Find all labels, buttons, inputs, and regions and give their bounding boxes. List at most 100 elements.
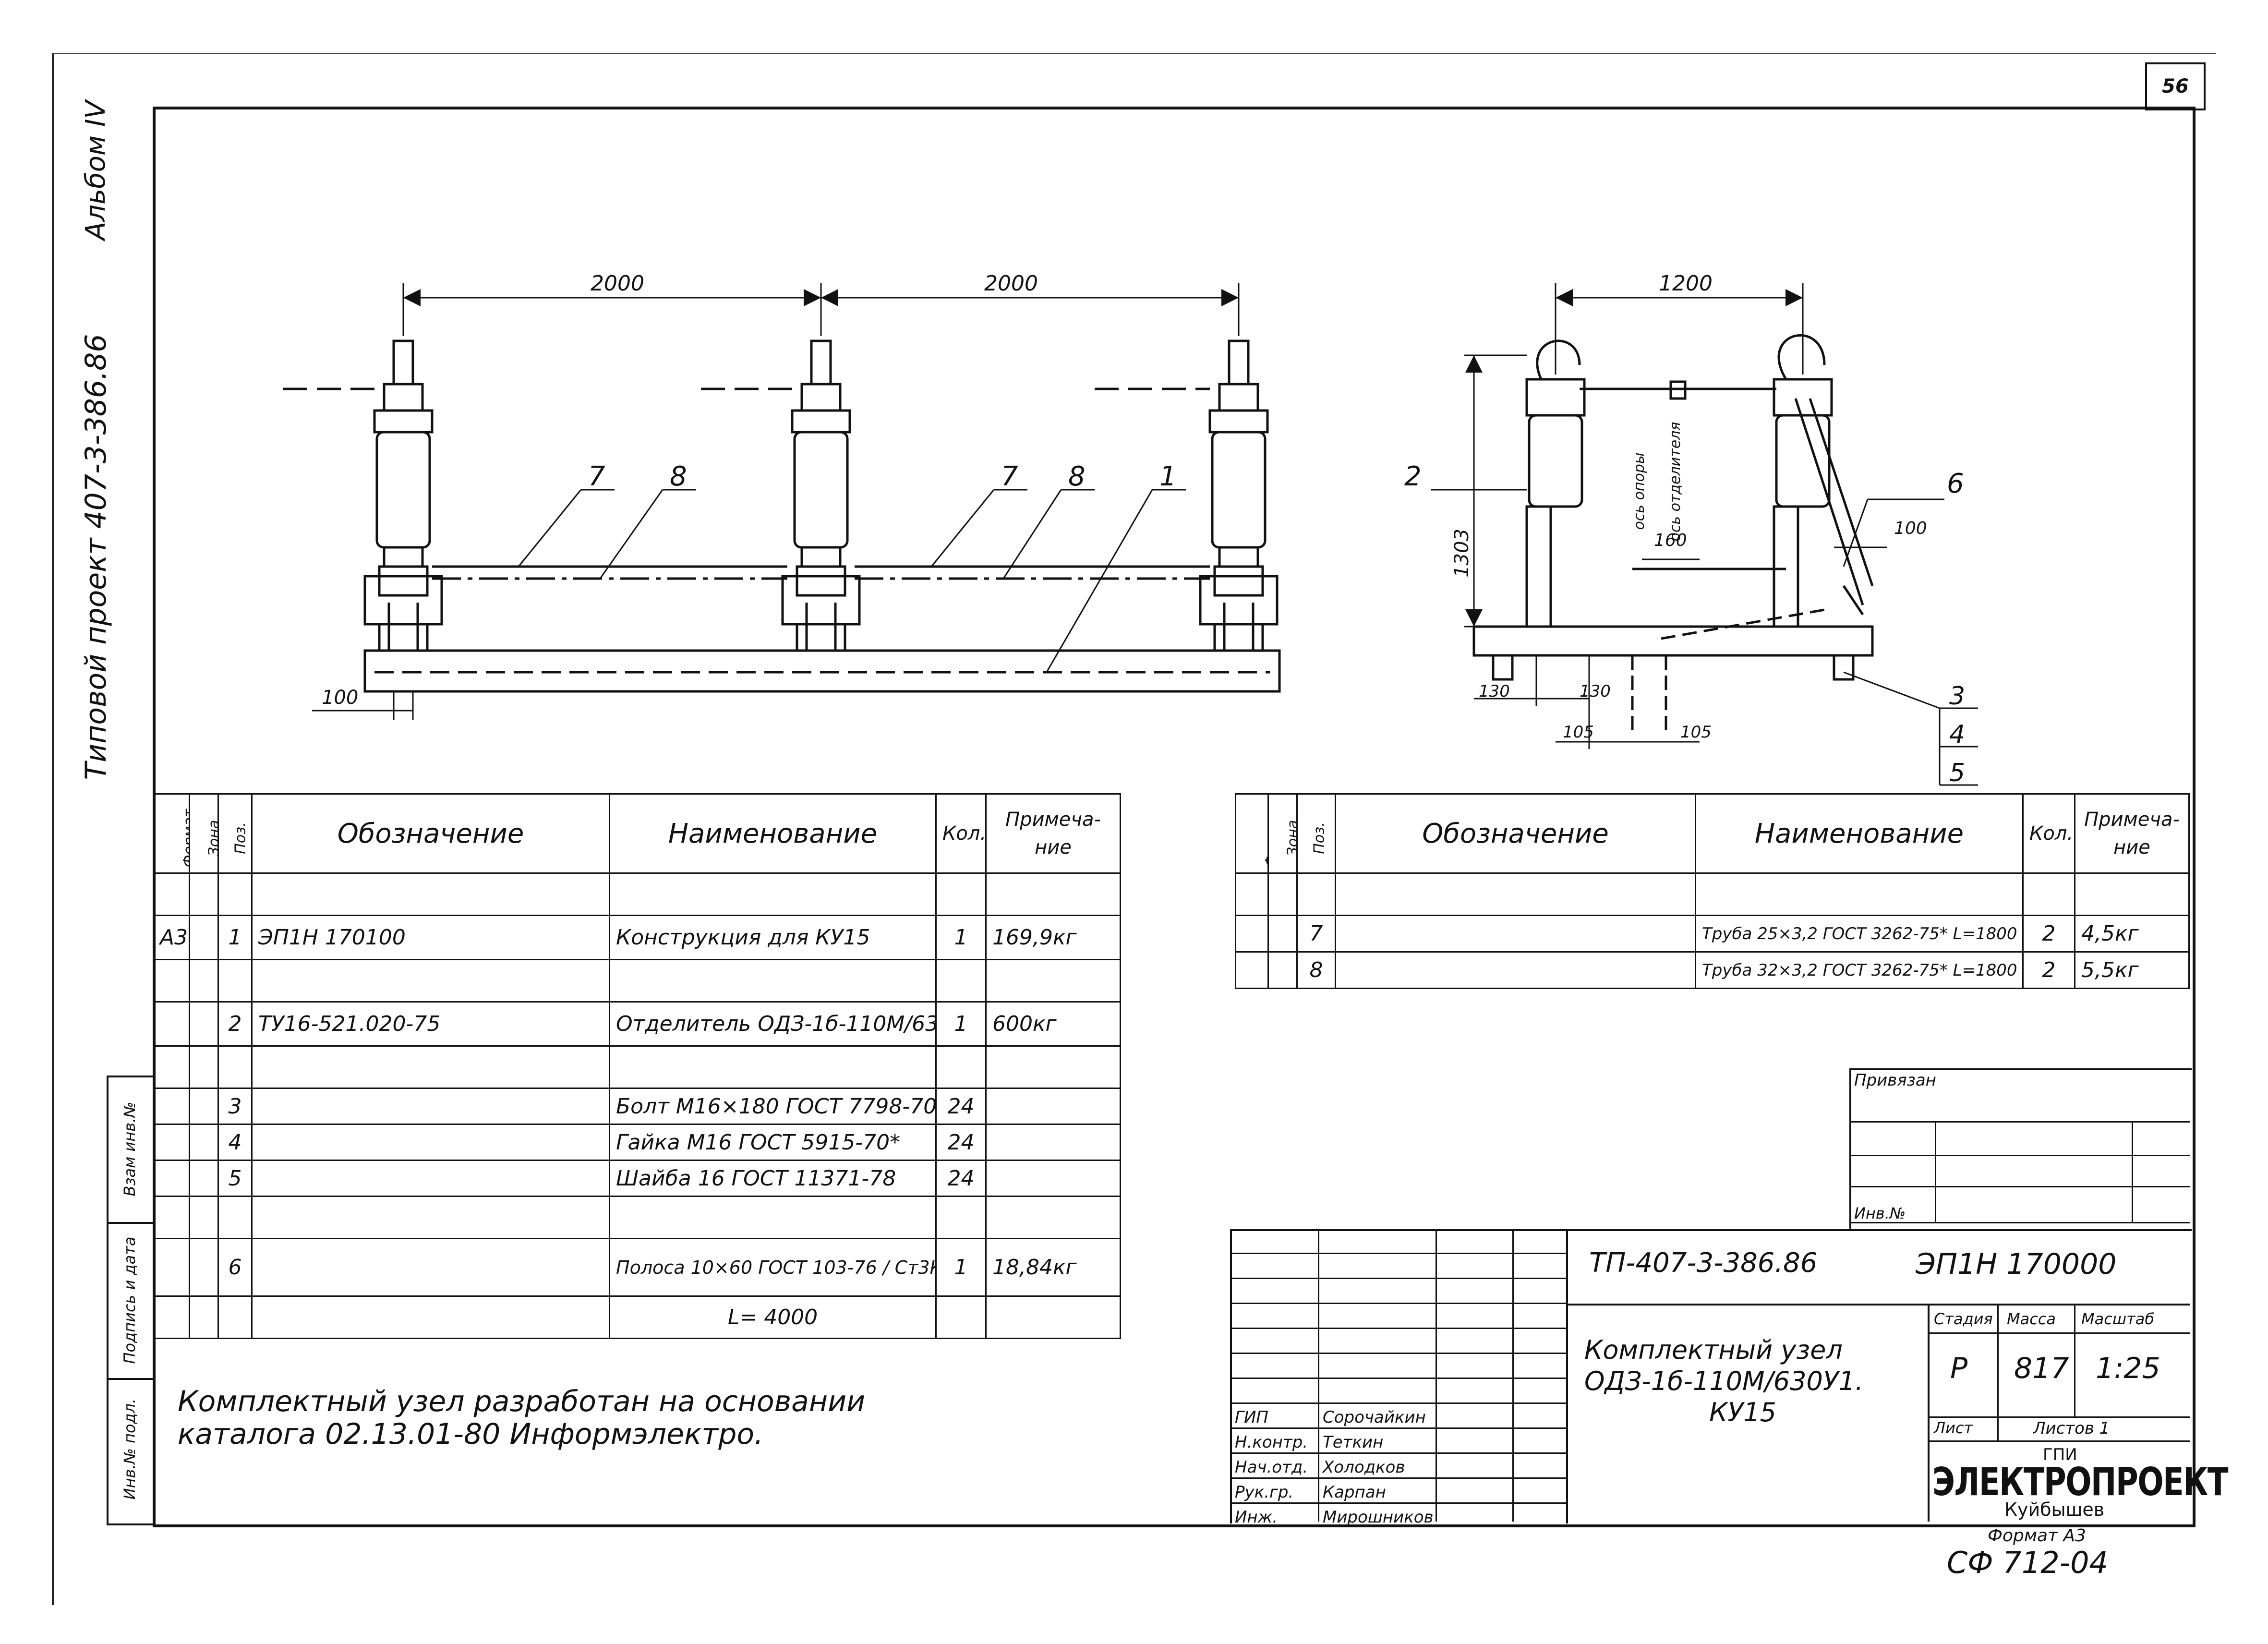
signature-role: Рук.гр. [1235,1483,1294,1502]
cell-pos: 4 [217,1124,253,1161]
cell-format [1235,872,1269,916]
signature-role: Нач.отд. [1235,1458,1308,1477]
cell-name: Труба 32×3,2 ГОСТ 3262-75* L=1800 [1695,951,2024,989]
cell-format [153,959,190,1003]
cell-format [153,1045,190,1089]
spec-row [1235,872,2190,916]
callout-front-7a: 7 [588,461,605,492]
org-city: Куйбышев [2004,1499,2105,1520]
margin-stamp-divider-2 [107,1378,153,1380]
cell-zone [189,1088,219,1125]
signature-name: Сорочайкин [1323,1408,1426,1427]
title-line-3: КУ15 [1709,1397,1776,1427]
sheet-format: Формат А3 [1988,1526,2087,1546]
mass-label: Масса [2007,1310,2056,1328]
cell-name: Полоса 10×60 ГОСТ 103-76 / Ст3КП-I ГОСТ … [609,1238,937,1297]
tb-line-v1 [1928,1304,1930,1522]
margin-stamp-divider-1 [107,1222,153,1224]
callout-side-6: 6 [1947,468,1964,499]
cell-zone [189,1160,219,1197]
cell-name [1695,872,2024,916]
cell-designation [1335,951,1696,989]
callout-front-1: 1 [1159,461,1177,492]
cell-name: Отделитель ОДЗ-1б-110М/630У1 [609,1001,937,1047]
tb-line-h4 [1928,1440,2190,1442]
col-zone: Зона [189,793,219,874]
cell-name: Болт М16×180 ГОСТ 7798-70* [609,1088,937,1125]
cell-zone [189,1001,219,1047]
signature-name: Холодков [1323,1458,1405,1477]
cell-designation [251,959,610,1003]
col-zone: Зона [1267,793,1298,874]
scale-value: 1:25 [2096,1352,2160,1385]
cell-name: Гайка М16 ГОСТ 5915-70* [609,1124,937,1161]
title-block [1566,1229,2192,1523]
dim-front-2000-a: 2000 [591,271,644,296]
cell-format [1235,951,1269,989]
attached-block [1849,1068,2192,1229]
tb-line-h3 [1928,1416,2190,1418]
scale-label: Масштаб [2081,1310,2155,1328]
sheet-border [52,53,2216,1605]
general-note: Комплектный узел разработан на основании… [178,1385,1138,1451]
cell-name [609,959,937,1003]
cell-pos: 1 [217,915,253,960]
cell-name [609,1196,937,1239]
signature-role: Инж. [1235,1508,1278,1527]
col-note: Примеча-ние [2074,793,2190,874]
col-qty: Кол. [2022,793,2075,874]
callout-front-8a: 8 [670,461,687,492]
cell-note [2074,872,2190,916]
cell-qty [935,1196,987,1239]
cell-designation: ТУ16-521.020-75 [251,1001,610,1047]
dim-side-100: 100 [1894,519,1927,538]
cell-format [153,1124,190,1161]
mass-value: 817 [2014,1352,2069,1385]
tb-line-h2 [1928,1332,2190,1334]
cell-note: 5,5кг [2074,951,2190,989]
cell-zone [189,1045,219,1089]
sheet-number: 56 [2145,62,2206,110]
col-name: Наименование [609,793,937,874]
sig-rows [1230,1229,1566,1522]
side-base [1472,625,1874,657]
cell-pos: 6 [217,1238,253,1297]
cell-designation [251,1295,610,1339]
cell-format [1235,915,1269,953]
cell-format: А3 [153,915,190,960]
cell-note [985,1124,1121,1161]
callout-side-5: 5 [1949,759,1966,787]
cell-note [985,872,1121,916]
attached-grid-h4 [1849,1222,2190,1223]
cell-zone [189,959,219,1003]
col-qty: Кол. [935,793,987,874]
cell-qty [935,959,987,1003]
cell-pos [217,1196,253,1239]
tb-line-v4 [1997,1416,1999,1440]
cell-pos: 5 [217,1160,253,1197]
cell-zone [189,1238,219,1297]
axis-disconnector-label: ось отделителя [1667,422,1684,542]
dim-side-130-b: 130 [1580,682,1611,701]
stage-value: Р [1950,1352,1968,1385]
form-code: СФ 712-04 [1947,1545,2108,1580]
cell-designation [1335,872,1696,916]
cell-designation [251,1196,610,1239]
dim-side-1200: 1200 [1659,271,1713,296]
cell-name [609,1045,937,1089]
cell-note [985,1045,1121,1089]
callout-side-4: 4 [1949,720,1966,749]
axis-support-label: ось опоры [1631,452,1648,530]
cell-designation [251,872,610,916]
spec-row: L= 4000 [153,1295,1121,1339]
dim-front-2000-b: 2000 [984,271,1038,296]
cell-qty: 24 [935,1088,987,1125]
attached-grid-v2 [2132,1121,2133,1222]
spec-row [153,872,1121,916]
cell-format [153,1088,190,1125]
attached-grid-h2 [1849,1155,2190,1156]
